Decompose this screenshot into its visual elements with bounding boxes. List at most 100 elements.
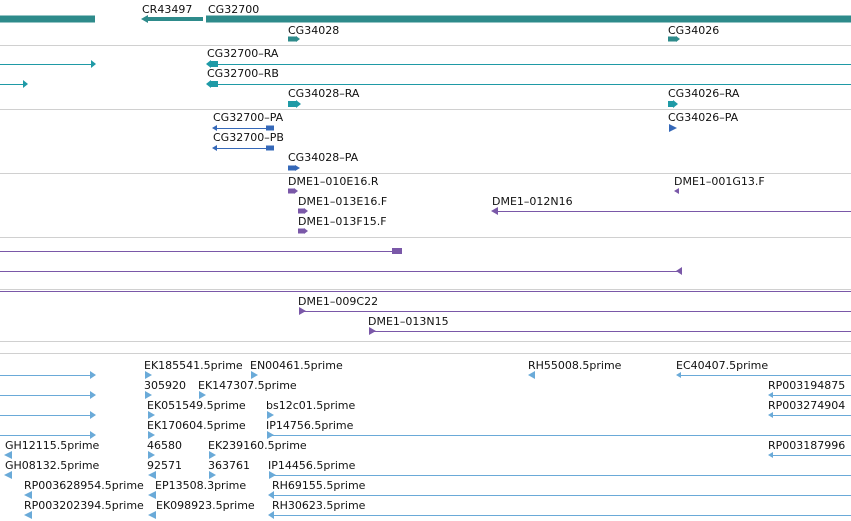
clone-label-dme1-013f15-f[interactable]: DME1–013F15.F [298,215,387,228]
clone-arrow-dme1-001g13-f [674,188,679,194]
est-label-ek239160[interactable]: EK239160.5prime [208,439,307,452]
track-separator [0,289,851,290]
transcript-label-cg34026-ra[interactable]: CG34026–RA [668,87,740,100]
est-label-gh12115[interactable]: GH12115.5prime [5,439,100,452]
est-label-92571[interactable]: 92571 [147,459,182,472]
est-arrow [768,392,773,398]
track-separator [0,237,851,238]
est-label-ek147307[interactable]: EK147307.5prime [198,379,297,392]
est-label-rp00327490[interactable]: RP003274904 [768,399,846,412]
transcript-arrow-cg34026-ra [673,100,678,108]
est-line [0,375,92,376]
transcript-label-cg32700-ra[interactable]: CG32700–RA [207,47,279,60]
gene-label-cg34028[interactable]: CG34028 [288,24,340,37]
gene-label-cg34026[interactable]: CG34026 [668,24,720,37]
est-label-rh55008[interactable]: RH55008.5prime [528,359,622,372]
est-arrow [148,411,155,419]
est-arrow [148,491,156,499]
protein-label-cg32700-pb[interactable]: CG32700–PB [213,131,284,144]
est-line [0,395,92,396]
est-label-rp003202394[interactable]: RP003202394.5prime [24,499,144,512]
est-arrow [209,451,216,459]
est-arrow [251,371,258,379]
track-separator [0,173,851,174]
est-arrow [4,451,12,459]
transcript-exon [210,81,218,87]
est-arrow [268,491,274,499]
est-arrow [528,371,535,379]
clone-label-dme1-010e16-r[interactable]: DME1–010E16.R [288,175,379,188]
est-label-gh08132[interactable]: GH08132.5prime [5,459,100,472]
est-label-305920[interactable]: 305920 [144,379,186,392]
est-label-ep13508[interactable]: EP13508.3prime [155,479,247,492]
gene-arrow-cr43497 [141,15,148,23]
transcript-label-cg32700-rb[interactable]: CG32700–RB [207,67,279,80]
est-label-ek185541[interactable]: EK185541.5prime [144,359,243,372]
gene-feature-cg34028 [288,36,297,42]
clone-arrow-dme1-010e16-r [294,188,298,194]
transcript-line-1 [0,64,92,65]
track-separator [0,341,851,342]
clone-label-dme1-013e16-f[interactable]: DME1–013E16.F [298,195,388,208]
est-label-rp00318799[interactable]: RP003187996 [768,439,846,452]
est-line [270,475,851,476]
transcript-label-cg34028-ra[interactable]: CG34028–RA [288,87,360,100]
protein-label-cg32700-pa[interactable]: CG32700–PA [213,111,284,124]
est-arrow [148,471,156,479]
transcript-arrow-cg32700-ra [206,60,211,68]
transcript-arrow-1 [91,60,96,68]
est-label-46580[interactable]: 46580 [147,439,182,452]
est-label-363761[interactable]: 363761 [208,459,250,472]
gene-feature-left [0,15,95,23]
est-arrow [90,391,96,399]
clone-label-dme1-001g13-f[interactable]: DME1–001G13.F [674,175,765,188]
protein-block [266,125,274,131]
est-label-ip14756[interactable]: IP14756.5prime [266,419,354,432]
gene-arrow-cg34028 [296,36,300,42]
est-label-rh30623[interactable]: RH30623.5prime [272,499,366,512]
est-label-en00461[interactable]: EN00461.5prime [250,359,343,372]
est-label-rp003628954[interactable]: RP003628954.5prime [24,479,144,492]
est-label-ec40407[interactable]: EC40407.5prime [676,359,769,372]
est-label-rh69155[interactable]: RH69155.5prime [272,479,366,492]
protein-arrow-cg32700-pa [212,125,217,131]
protein-arrow-cg34026-pa [669,124,677,132]
est-arrow [768,452,773,458]
clone-block [298,228,304,234]
est-arrow [4,471,12,479]
est-label-ek051549[interactable]: EK051549.5prime [147,399,246,412]
clone-arrow-2 [676,267,682,275]
est-line [268,435,851,436]
protein-arrow-cg34028-pa [295,165,300,171]
clone-block [298,208,304,214]
est-arrow [90,371,96,379]
est-label-ek170604[interactable]: EK170604.5prime [147,419,246,432]
est-arrow [24,491,32,499]
est-line [0,435,92,436]
clone-arrow-dme1-009c22 [299,307,306,315]
clone-line-3 [0,291,851,292]
clone-arrow-dme1-012n16 [491,207,498,215]
transcript-line-cg32700-ra [210,64,851,65]
clone-block [392,248,402,254]
protein-line-cg32700-pa [216,128,272,129]
protein-label-cg34028-pa[interactable]: CG34028–PA [288,151,359,164]
gene-arrow-cg34026 [676,36,680,42]
clone-label-dme1-013n15[interactable]: DME1–013N15 [368,315,449,328]
clone-block [288,188,294,194]
protein-label-cg34026-pa[interactable]: CG34026–PA [668,111,739,124]
clone-label-dme1-009c22[interactable]: DME1–009C22 [298,295,379,308]
est-label-ek098923[interactable]: EK098923.5prime [156,499,255,512]
gene-feature-cg34026 [668,36,677,42]
gene-label-cr43497[interactable]: CR43497 [142,3,193,16]
est-line [270,515,851,516]
gene-label-cg32700[interactable]: CG32700 [208,3,260,16]
transcript-arrow-cg34028-ra [296,100,301,108]
est-line [772,395,851,396]
est-arrow [148,431,155,439]
transcript-arrow-cg32700-rb [206,80,211,88]
est-label-bs12c01[interactable]: bs12c01.5prime [266,399,356,412]
clone-label-dme1-012n16[interactable]: DME1–012N16 [492,195,573,208]
est-label-rp00319487[interactable]: RP003194875 [768,379,846,392]
est-label-ip14456[interactable]: IP14456.5prime [268,459,356,472]
